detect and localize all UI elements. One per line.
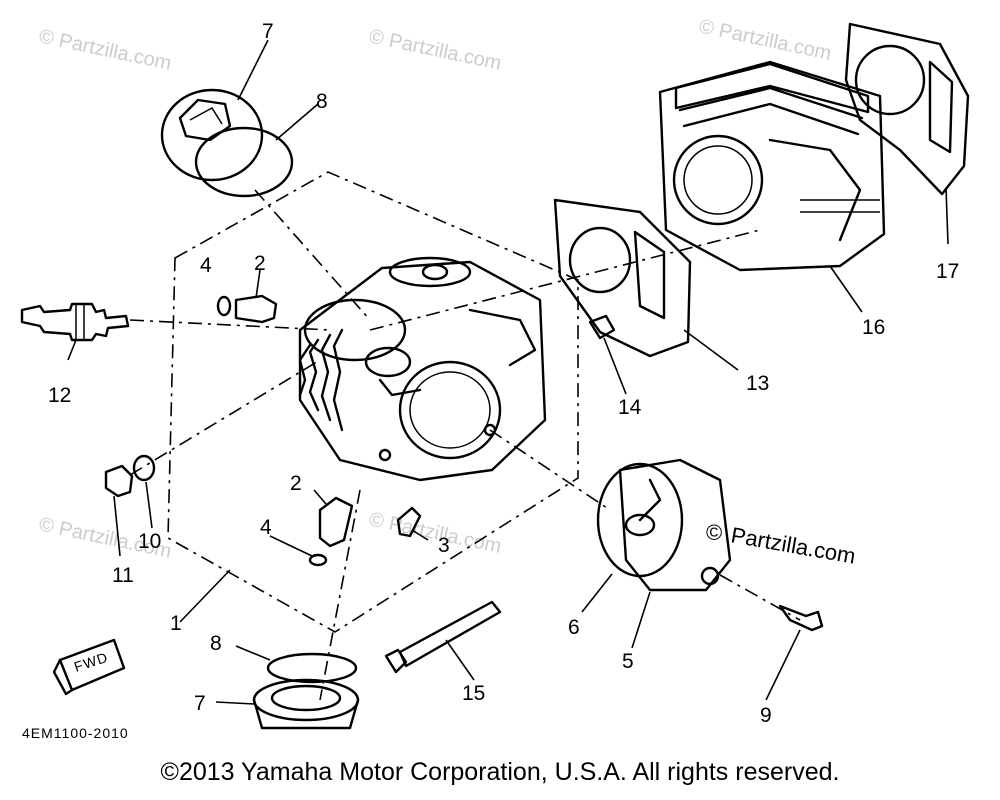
callout-7-bottom: 7 — [194, 692, 206, 715]
callout-2-bottom: 2 — [290, 472, 302, 495]
o-ring-top — [194, 126, 294, 198]
watermark-bottom-center: © Partzilla.com — [367, 508, 503, 558]
callout-13: 13 — [746, 372, 769, 395]
head-to-cover-line — [489, 429, 611, 511]
callout-4-top: 4 — [200, 254, 212, 277]
bolt-to-cover-line — [719, 574, 801, 621]
callout-15: 15 — [462, 682, 485, 705]
callout-7-top: 7 — [262, 20, 274, 43]
plug-centerline — [129, 319, 331, 331]
tappet-cover-top — [160, 88, 264, 182]
head-to-cylinder-line — [369, 229, 761, 331]
callout-1: 1 — [170, 612, 182, 635]
stud-upper — [234, 294, 278, 324]
cylinder-head — [298, 256, 547, 482]
fwd-marker — [52, 638, 126, 696]
base-gasket-13 — [553, 198, 692, 358]
callout-8-bottom: 8 — [210, 632, 222, 655]
stud-lower — [318, 496, 354, 548]
callout-3: 3 — [438, 534, 450, 557]
watermark-top-right: © Partzilla.com — [697, 15, 833, 65]
callout-16: 16 — [862, 316, 885, 339]
watermark-main: Partzilla.com — [729, 522, 857, 568]
bolt-15 — [384, 600, 502, 674]
stud-3 — [396, 506, 422, 538]
gasket-10 — [132, 454, 156, 482]
watermark-top-left: © Partzilla.com — [37, 25, 173, 75]
spark-plug — [20, 302, 130, 342]
assembly-outline — [167, 171, 579, 633]
callout-14: 14 — [618, 396, 642, 419]
callout-6: 6 — [568, 616, 580, 639]
plug-11 — [104, 464, 134, 498]
o-ring-bottom — [266, 652, 358, 684]
watermark-copyright-mark: © — [706, 520, 722, 545]
callout-2-top: 2 — [254, 252, 266, 275]
washer-upper — [216, 295, 232, 317]
bolt-9 — [778, 604, 824, 632]
callout-12: 12 — [48, 384, 71, 407]
callout-4-bottom: 4 — [260, 516, 272, 539]
watermark-top-center: © Partzilla.com — [367, 25, 503, 75]
callout-5: 5 — [622, 650, 634, 673]
cylinder-16 — [658, 60, 886, 272]
dowel-14 — [588, 314, 616, 340]
side-cover-5 — [618, 458, 732, 592]
washer-lower — [308, 553, 328, 567]
plug-11-line — [129, 359, 321, 476]
callout-9: 9 — [760, 704, 772, 727]
diagram-code: 4EM1100-2010 — [22, 725, 129, 741]
head-gasket-17 — [844, 22, 970, 196]
cap-bottom-line — [319, 489, 361, 701]
callout-11: 11 — [112, 564, 134, 587]
callout-17: 17 — [936, 260, 959, 283]
callout-10: 10 — [138, 530, 161, 553]
copyright-notice: ©2013 Yamaha Motor Corporation, U.S.A. A… — [160, 758, 840, 786]
tappet-cover-bottom — [252, 678, 360, 730]
callout-8-top: 8 — [316, 90, 328, 113]
